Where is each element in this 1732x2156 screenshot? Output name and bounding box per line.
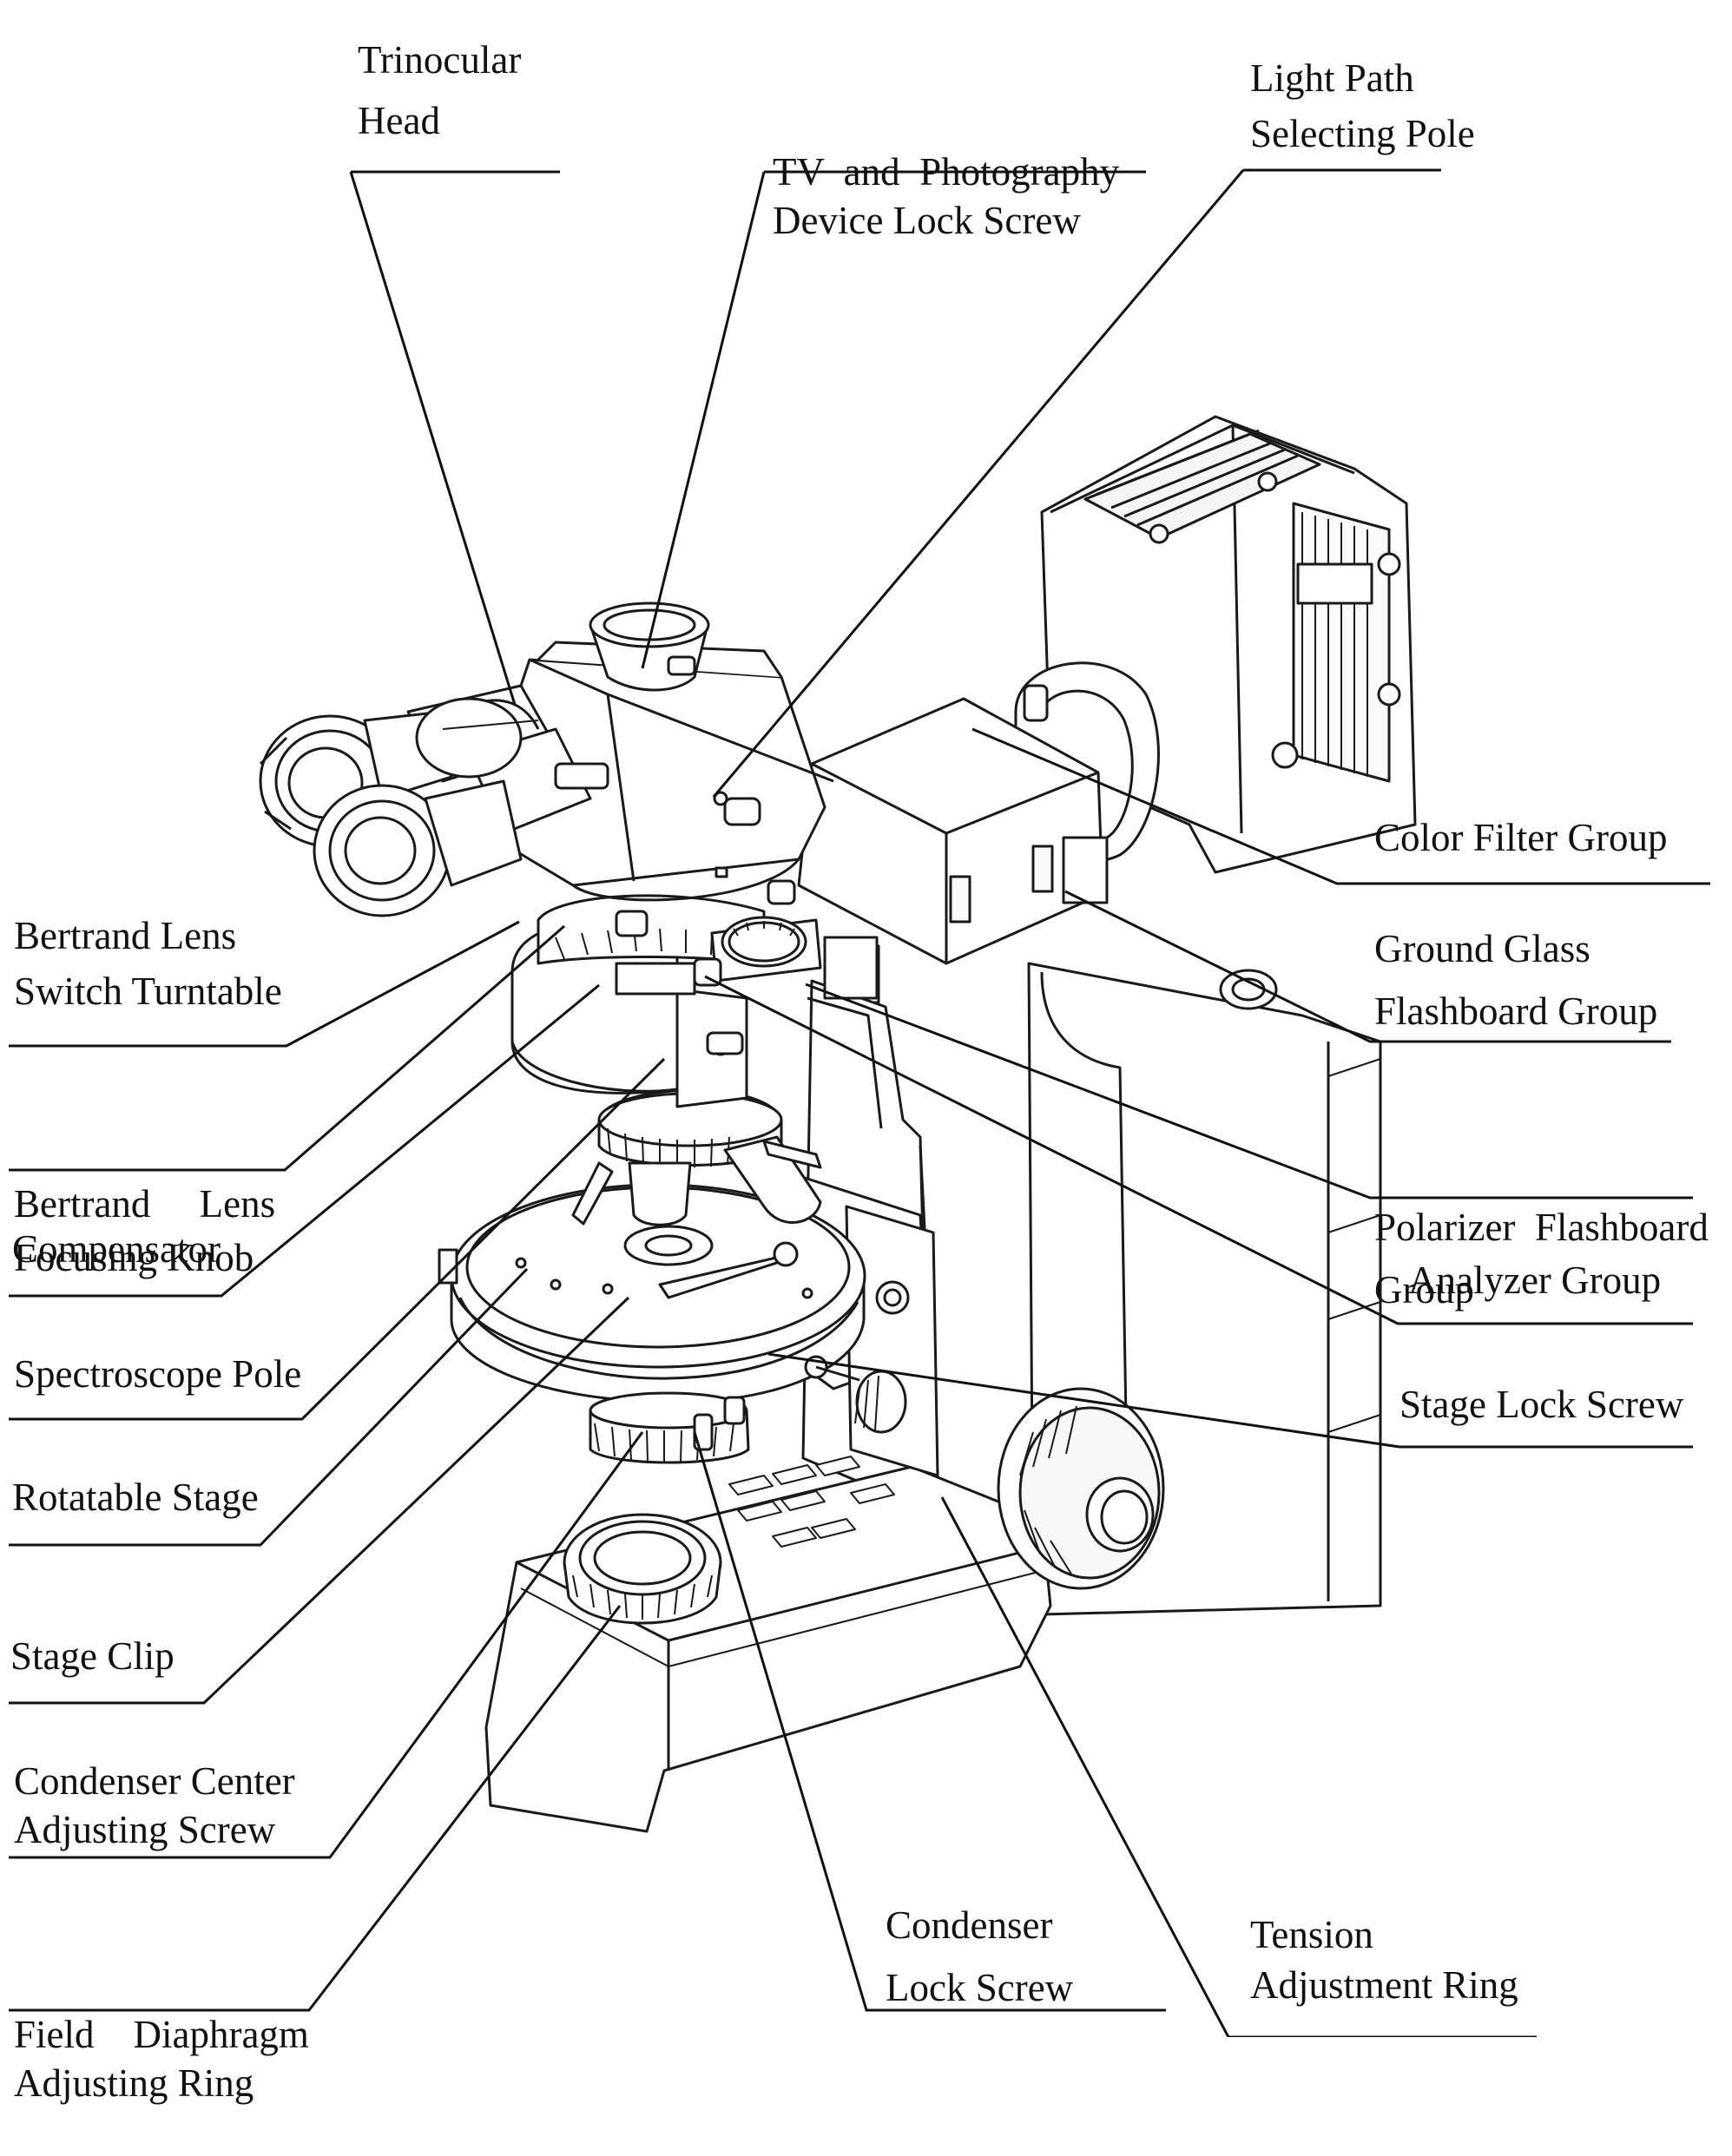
focus-knob (997, 1387, 1165, 1590)
leader-compensator (9, 983, 600, 1298)
leader-bertrand-focus (9, 924, 565, 1172)
leader-ground-glass (1064, 890, 1671, 1043)
leader-polarizer (805, 983, 1693, 1200)
label-analyzer-group: Analyzer Group (1408, 1259, 1662, 1302)
trinocular-head (259, 601, 834, 917)
leader-stage-lock (767, 1352, 1693, 1449)
leader-stage-clip (9, 1296, 630, 1705)
rotatable-stage (438, 1183, 866, 1464)
label-rotatable-stage: Rotatable Stage (12, 1476, 259, 1519)
objective-turret (571, 1088, 822, 1226)
microscope-base (484, 1456, 1052, 1833)
leader-condenser-center (9, 1431, 644, 1859)
leader-lines (9, 168, 1710, 2037)
label-compensator: Compensator (12, 1227, 221, 1271)
leader-bertrand-switch (9, 920, 520, 1048)
label-spectroscope-pole: Spectroscope Pole (14, 1352, 302, 1396)
leader-condenser-lock (693, 1431, 1166, 2012)
leader-color-filter (971, 727, 1710, 885)
intermediate-tube (510, 879, 879, 1108)
leader-spectroscope-pole (9, 1057, 666, 1421)
leader-tension-ring (940, 1496, 1537, 2037)
lamp-house (1014, 415, 1417, 874)
leader-analyzer (704, 975, 1693, 1325)
label-stage-lock-screw: Stage Lock Screw (1399, 1383, 1684, 1426)
microscope-drawing (9, 168, 1710, 2037)
leader-trinocular-head (349, 170, 560, 706)
leader-tv-photo-lock (641, 170, 1146, 669)
label-stage-clip: Stage Clip (10, 1634, 175, 1678)
leader-rotatable-stage (9, 1267, 529, 1547)
label-color-filter-group: Color Filter Group (1374, 816, 1668, 859)
leader-light-path (712, 168, 1441, 798)
leader-field-diaphragm (9, 1605, 622, 2012)
